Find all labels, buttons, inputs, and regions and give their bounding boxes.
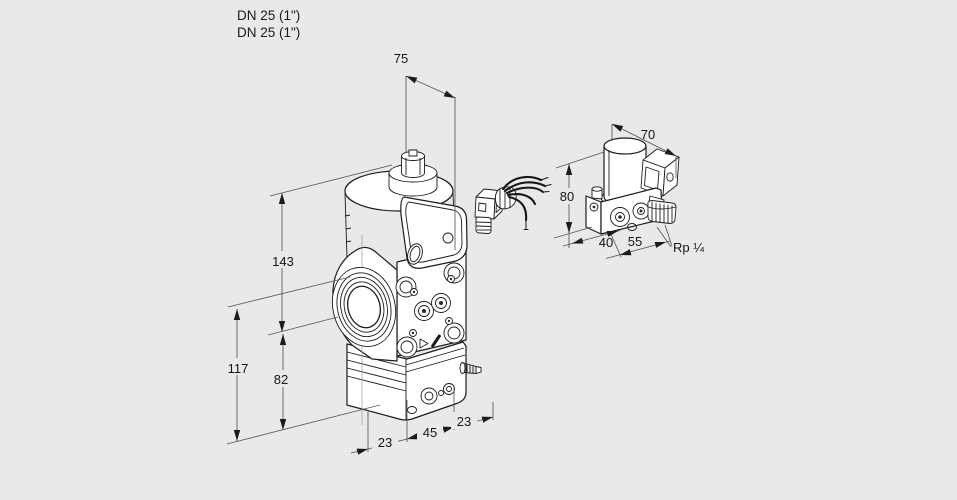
dim-70: 70 — [611, 123, 677, 178]
mounting-stub — [591, 186, 603, 200]
dim-label-45: 45 — [423, 425, 437, 440]
dim-depth-main: 23 45 23 — [350, 388, 494, 455]
box-screw-hole — [666, 172, 674, 182]
dim-117: 117 — [222, 276, 381, 445]
block-tab — [407, 406, 417, 414]
plug-wires — [501, 175, 552, 230]
size-label-2: DN 25 (1") — [237, 25, 300, 40]
main-valve-drawing — [331, 149, 482, 425]
flow-direction-mark — [419, 334, 442, 349]
dim-label-23-back: 23 — [457, 414, 471, 429]
pressure-taps — [414, 293, 451, 321]
cable-plug — [474, 175, 552, 234]
plug-coupling-ring — [494, 186, 517, 210]
side-port-oval — [407, 243, 423, 265]
regulator-block — [346, 341, 467, 421]
solenoid-coil — [603, 137, 647, 206]
threaded-bore — [331, 267, 397, 347]
thread-label-rp: Rp ¼ — [673, 240, 704, 255]
inlet-flange — [331, 235, 398, 425]
dim-label-40: 40 — [599, 235, 613, 250]
knurled-adapter — [647, 195, 677, 224]
dim-label-117: 117 — [228, 361, 249, 376]
test-nipple — [459, 362, 482, 375]
body-screws — [409, 275, 455, 337]
adjustment-cap — [401, 149, 425, 178]
dim-label-23-front: 23 — [378, 435, 392, 450]
dim-label-80: 80 — [560, 189, 574, 204]
dim-82: 82 — [267, 334, 296, 430]
dim-143: 143 — [267, 164, 393, 336]
plug-front-face — [474, 196, 496, 220]
dim-80: 80 — [553, 151, 605, 248]
block-front-ports — [420, 383, 455, 405]
coil-connector-box — [640, 148, 680, 197]
dim-75: 75 — [394, 51, 456, 250]
cable-gland — [475, 216, 492, 234]
dim-depth-pilot: 40 55 Rp ¼ — [562, 224, 704, 259]
pilot-valve-drawing — [585, 137, 680, 235]
dim-label-82: 82 — [274, 372, 288, 387]
dim-label-70: 70 — [641, 127, 655, 142]
dimensions: 75 143 117 82 — [222, 51, 704, 455]
dim-label-143: 143 — [272, 254, 294, 269]
size-label-1: DN 25 (1") — [237, 8, 300, 23]
vent-hole — [442, 232, 454, 244]
actuator-dome — [344, 149, 468, 269]
block-notch — [627, 223, 637, 231]
header: DN 25 (1") DN 25 (1") — [237, 8, 300, 40]
dim-label-75: 75 — [394, 51, 408, 66]
dim-label-55: 55 — [628, 234, 642, 249]
